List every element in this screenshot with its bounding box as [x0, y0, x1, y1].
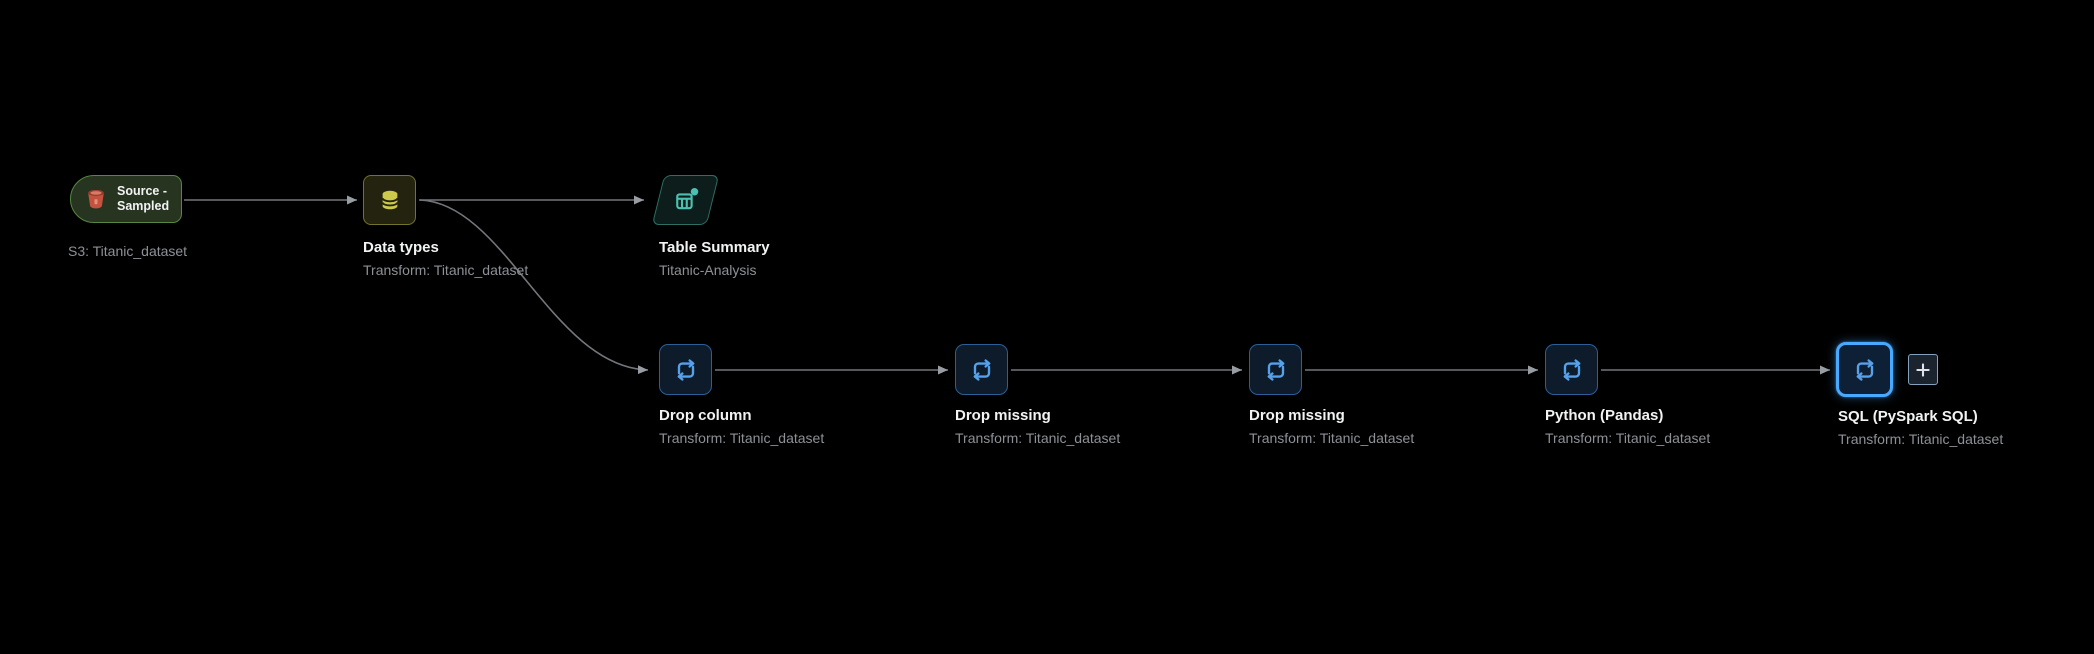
node-title: Source - Sampled	[117, 184, 170, 213]
transform-loop-icon	[967, 355, 997, 385]
node-title: Drop column	[659, 407, 752, 424]
node-source-sampled[interactable]: Source - Sampled	[70, 175, 182, 223]
node-sublabel: S3: Titanic_dataset	[68, 243, 188, 259]
plus-icon	[1910, 357, 1936, 383]
node-sublabel: Transform: Titanic_dataset	[1249, 430, 1415, 446]
node-sublabel: Titanic-Analysis	[659, 262, 757, 278]
node-sublabel: Transform: Titanic_dataset	[659, 430, 825, 446]
node-label-sql-pyspark: SQL (PySpark SQL) Transform: Titanic_dat…	[1838, 407, 2003, 449]
transform-loop-icon	[671, 355, 701, 385]
node-drop-missing-1[interactable]	[955, 344, 1008, 395]
node-label-data-types: Data types Transform: Titanic_dataset	[363, 238, 528, 280]
transform-loop-icon	[1557, 355, 1587, 385]
transform-loop-icon	[1850, 355, 1880, 385]
node-title: Data types	[363, 239, 439, 256]
node-drop-missing-2[interactable]	[1249, 344, 1302, 395]
node-label-drop-missing-1: Drop missing Transform: Titanic_dataset	[955, 406, 1120, 448]
node-table-summary[interactable]	[651, 175, 720, 225]
node-title: Drop missing	[955, 407, 1051, 424]
node-label-python-pandas: Python (Pandas) Transform: Titanic_datas…	[1545, 406, 1710, 448]
table-chart-icon	[671, 185, 701, 215]
node-label-drop-missing-2: Drop missing Transform: Titanic_dataset	[1249, 406, 1414, 448]
transform-loop-icon	[1261, 355, 1291, 385]
node-sublabel: Transform: Titanic_dataset	[955, 430, 1121, 446]
node-title: Drop missing	[1249, 407, 1345, 424]
node-python-pandas[interactable]	[1545, 344, 1598, 395]
node-title: Table Summary	[659, 239, 770, 256]
database-icon	[376, 186, 404, 214]
s3-bucket-icon	[83, 186, 109, 212]
add-step-button[interactable]	[1908, 354, 1938, 385]
node-data-types[interactable]	[363, 175, 416, 225]
node-title: SQL (PySpark SQL)	[1838, 408, 1978, 425]
node-sublabel: Transform: Titanic_dataset	[1838, 431, 2004, 447]
node-sql-pyspark-selected[interactable]	[1836, 342, 1893, 397]
node-label-table-summary: Table Summary Titanic-Analysis	[659, 238, 770, 280]
node-title: Python (Pandas)	[1545, 407, 1664, 424]
node-label-drop-column: Drop column Transform: Titanic_dataset	[659, 406, 824, 448]
edge-data-types-to-drop-column	[419, 199, 649, 375]
node-sublabel: Transform: Titanic_dataset	[1545, 430, 1711, 446]
node-drop-column[interactable]	[659, 344, 712, 395]
node-label-source: S3: Titanic_dataset	[68, 239, 187, 261]
node-sublabel: Transform: Titanic_dataset	[363, 262, 529, 278]
